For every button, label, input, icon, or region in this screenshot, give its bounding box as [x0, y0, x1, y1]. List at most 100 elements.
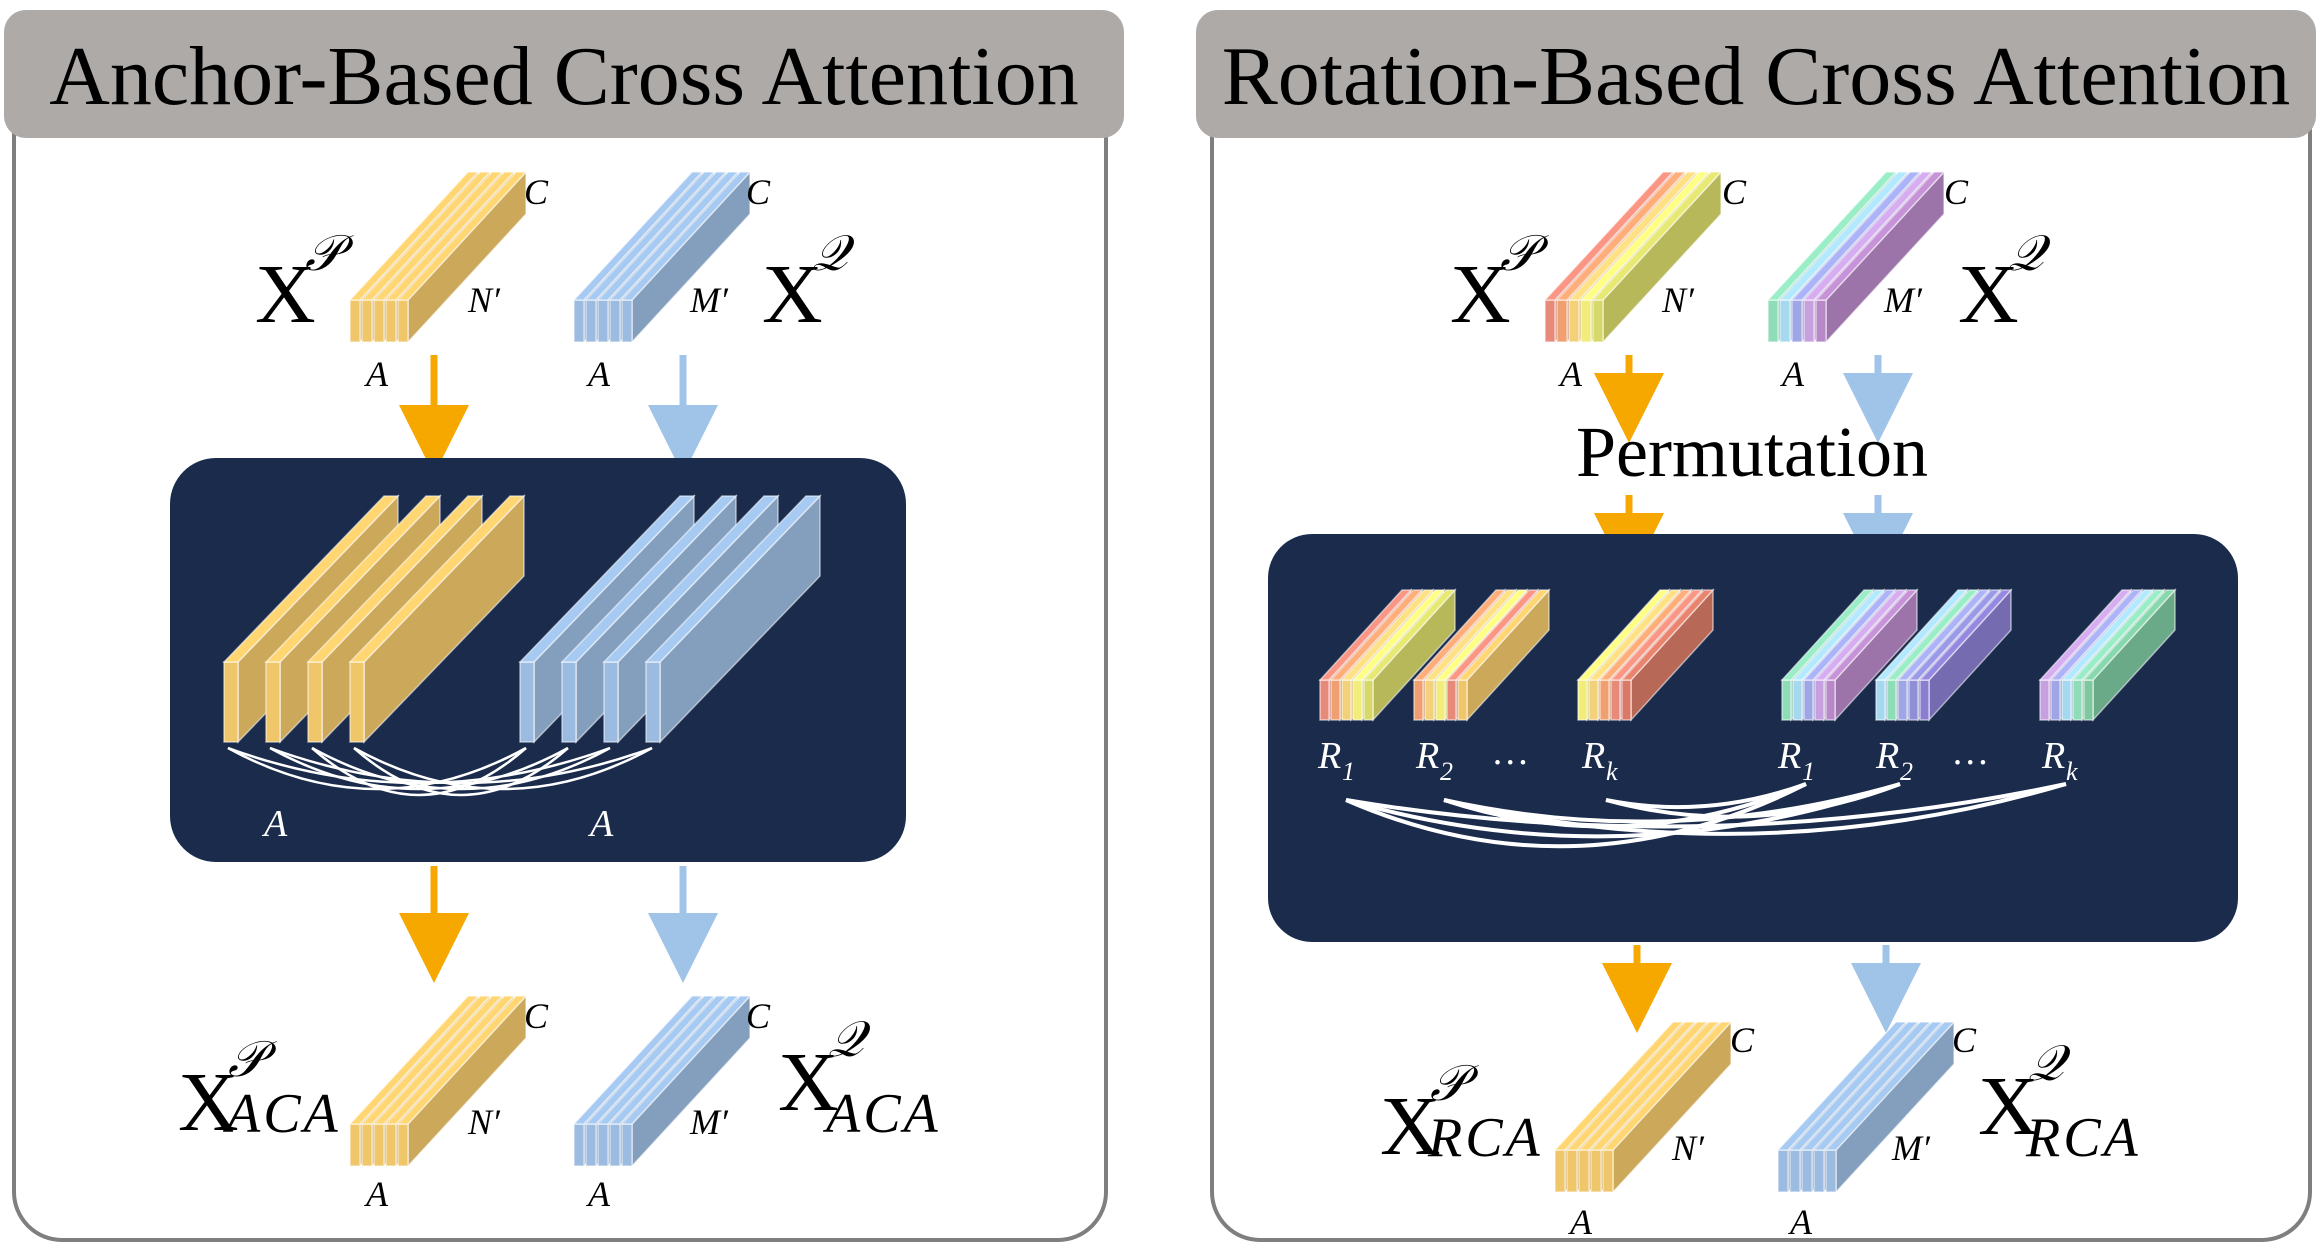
attention-arc	[1345, 782, 2067, 829]
slab-front	[2039, 679, 2050, 721]
slab-front	[1813, 1149, 1825, 1193]
slab-top	[1576, 589, 1671, 681]
slab-top	[1791, 589, 1886, 681]
permuted-stack	[1780, 588, 1919, 722]
permuted-stack	[1412, 588, 1551, 722]
slab-top	[2060, 589, 2155, 681]
anchor-input-q-sup: 𝒬	[812, 225, 855, 281]
slab-top	[1318, 589, 1413, 681]
slab-front	[1363, 679, 1374, 721]
permuted-stack	[1318, 588, 1457, 722]
anchor-output-p-sub: ACA	[222, 1083, 341, 1145]
slab-front	[1610, 679, 1621, 721]
slab-top	[620, 171, 752, 301]
anchor-inner-q-stack	[518, 494, 822, 744]
anchor-attention-arcs	[227, 746, 653, 797]
anchor-title: Anchor-Based Cross Attention	[49, 30, 1079, 123]
slab-front	[1897, 679, 1908, 721]
rotation-input-q-base: X	[1958, 248, 2019, 341]
slab-top	[1434, 589, 1529, 681]
slab-front	[349, 299, 361, 343]
slab	[1824, 1020, 1956, 1194]
slab-top	[1587, 589, 1682, 681]
slab-top	[1591, 171, 1723, 301]
slab-front	[585, 299, 597, 343]
slab-top	[1812, 1021, 1944, 1151]
slab-front	[361, 1123, 373, 1167]
slab-top	[1567, 171, 1699, 301]
slab	[1824, 588, 1919, 722]
slab-front	[1781, 679, 1792, 721]
attention-arc	[311, 746, 611, 791]
slab-top	[1814, 171, 1946, 301]
slab-top	[1565, 1021, 1697, 1151]
slab-top	[1589, 1021, 1721, 1151]
slab	[2082, 588, 2177, 722]
slab	[1814, 170, 1946, 344]
anchor-output-p-stack	[348, 994, 528, 1168]
slab-top	[596, 995, 728, 1125]
slab-top	[1598, 589, 1693, 681]
slab-front	[573, 1123, 585, 1167]
rotation-p-dim-c: C	[1722, 172, 1747, 212]
slab-front	[2083, 679, 2094, 721]
slab-front	[1602, 1149, 1614, 1193]
rotation-output-p-sub: RCA	[1427, 1107, 1543, 1169]
slab-top	[1885, 589, 1980, 681]
slab-top	[2038, 589, 2133, 681]
slab-top	[1601, 1021, 1733, 1151]
slab-top	[1362, 589, 1457, 681]
slab-top	[1776, 1021, 1908, 1151]
slab-top	[348, 495, 526, 663]
slab-top	[518, 495, 696, 663]
slab-top	[1423, 589, 1518, 681]
slab-front	[2050, 679, 2061, 721]
slab-front	[1825, 1149, 1837, 1193]
slab-front	[1578, 1149, 1590, 1193]
attention-arc	[1443, 782, 2067, 836]
slab-top	[1802, 171, 1934, 301]
slab-top	[1340, 589, 1435, 681]
slab-front	[1789, 1149, 1801, 1193]
slab-front	[1801, 1149, 1813, 1193]
rotation-p-dim-n: N′	[1661, 280, 1695, 320]
slab-top	[584, 995, 716, 1125]
slab-top	[348, 171, 480, 301]
slab-front	[223, 661, 239, 743]
slab-front	[2061, 679, 2072, 721]
slab-front	[519, 661, 535, 743]
slab-front	[1908, 679, 1919, 721]
permuted-stack	[1576, 588, 1715, 722]
slab-top	[602, 495, 780, 663]
anchor-output-q-sup: 𝒬	[828, 1011, 871, 1067]
rotation-out-q-dim-c: C	[1952, 1020, 1977, 1060]
slab	[1456, 588, 1551, 722]
slab-top	[384, 171, 516, 301]
slab-front	[349, 1123, 361, 1167]
anchor-p-dim-n: N′	[467, 280, 501, 320]
slab-front	[1599, 679, 1610, 721]
anchor-title-bar	[4, 10, 1124, 138]
slab-top	[1800, 1021, 1932, 1151]
slab-front	[1825, 679, 1836, 721]
slab-top	[1609, 589, 1704, 681]
slab-top	[1788, 1021, 1920, 1151]
anchor-input-q-stack	[572, 170, 752, 344]
attention-arc	[1443, 782, 1901, 824]
rotation-output-q-sup: 𝒬	[2028, 1035, 2071, 1091]
rotation-q-dim-a: A	[1780, 354, 1805, 394]
slab-front	[603, 661, 619, 743]
slab-front	[1544, 299, 1556, 343]
slab-front	[1779, 299, 1791, 343]
slab	[348, 494, 526, 744]
slab-top	[222, 495, 400, 663]
slab-front	[609, 1123, 621, 1167]
slab-front	[1580, 299, 1592, 343]
slab-front	[1767, 299, 1779, 343]
rot-q-ellipsis: …	[1954, 731, 1988, 773]
anchor-input-p-stack	[348, 170, 528, 344]
slab-top	[1445, 589, 1540, 681]
rotation-title-bar	[1196, 10, 2316, 138]
rot-p-r1: R	[1317, 735, 1341, 777]
slab-front	[1341, 679, 1352, 721]
